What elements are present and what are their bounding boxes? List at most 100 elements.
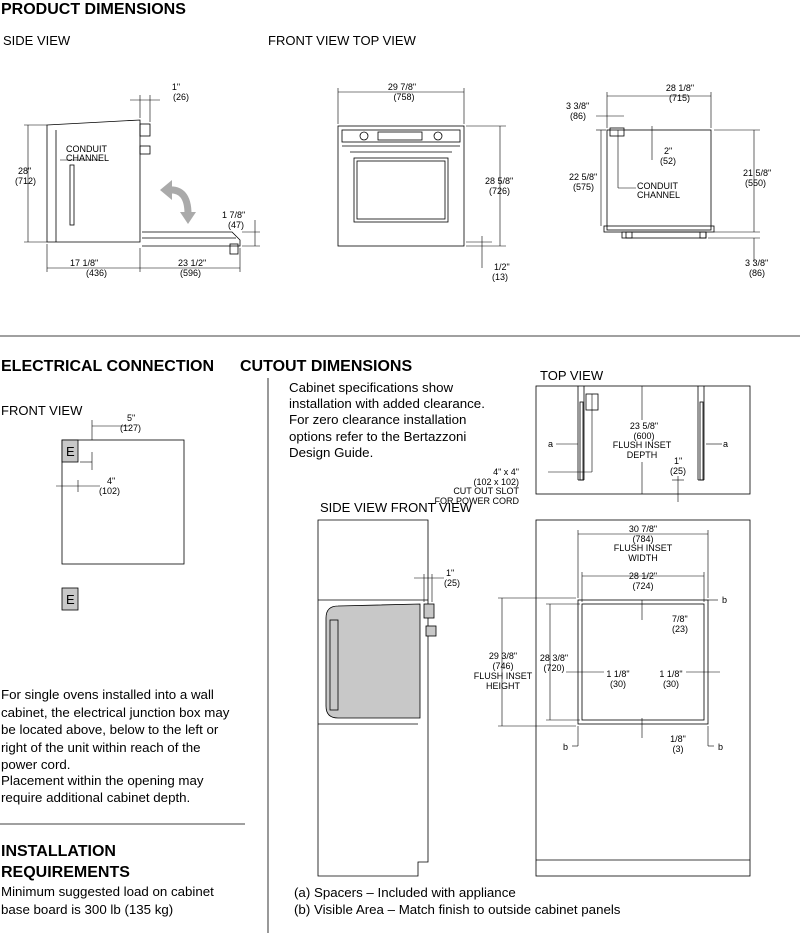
left-trim-dim: 1 1/8" [606,669,629,679]
side-door-open-dim-mm: (596) [180,268,201,278]
inner-height-dim: 28 3/8" [540,653,568,663]
elec-text-line: right of the unit within reach of the [1,740,201,755]
top-depth-dim: 22 5/8" [569,172,597,182]
visible-b-right: b [718,742,723,752]
cut-width-dim-mm: (784) [632,534,653,544]
front-height-dim-mm: (726) [489,186,510,196]
visible-b-top: b [722,595,727,605]
junction-box-top [61,439,79,463]
install-heading-1: INSTALLATION [1,843,116,860]
cut-height-dim: 29 3/8" [489,651,517,661]
install-heading-2: REQUIREMENTS [1,864,130,881]
cutout-side-dims: 1" (25) [444,568,460,588]
cutout-front-dims: 30 7/8" (784) FLUSH INSET WIDTH 28 1/2" … [474,524,727,754]
slot-dim-mm: (102 x 102) [473,477,519,487]
top-width-dim: 28 1/8" [666,83,694,93]
right-trim-dim-mm: (30) [663,679,679,689]
front-width-dim: 29 7/8" [388,82,416,92]
electrical-front-drawing: E E [56,420,185,611]
spec-line: options refer to the Bertazzoni [289,429,466,444]
note-spacers: (a) Spacers – Included with appliance [294,885,516,900]
side-depth-top-dim: 1" [172,82,180,92]
cut-width-dim: 30 7/8" [629,524,657,534]
cutout-front-drawing [498,519,751,877]
slot-dim: 4" x 4" [493,467,519,477]
cut-depth-dim-mm: (600) [633,431,654,441]
spec-line: For zero clearance installation [289,412,466,427]
elec-text-line: Placement within the opening may [1,773,204,788]
front-view-drawing [337,88,506,268]
elec-text-line: power cord. [1,757,70,772]
cutout-side-front-label: SIDE VIEW FRONT VIEW [320,500,473,515]
side-door-dim: 1 7/8" [222,210,245,220]
cutout-side-drawing [317,519,444,877]
cut-width-label-1: FLUSH INSET [614,543,673,553]
top-door-depth-dim-mm: (86) [749,268,765,278]
elec-front-view-label: FRONT VIEW [1,403,83,418]
right-trim-dim: 1 1/8" [659,669,682,679]
top-offset-dim-mm: (86) [570,111,586,121]
cut-width-label-2: WIDTH [628,553,658,563]
top-body-depth-dim-mm: (550) [745,178,766,188]
top-conduit-label: CONDUIT [637,181,678,191]
side-height-dim-mm: (712) [15,176,36,186]
spacer-a-left: a [548,439,553,449]
front-view-dims: 29 7/8" (758) 28 5/8" (726) 1/2" (13) [388,82,513,282]
top-body-depth-dim: 21 5/8" [743,168,771,178]
elec-top-dim: 5" [127,413,135,423]
side-door-open-dim: 23 1/2" [178,258,206,268]
side-door-dim-mm: (47) [228,220,244,230]
front-bottom-dim-mm: (13) [492,272,508,282]
top-view-drawing [596,92,760,262]
cut-height-dim-mm: (746) [492,661,513,671]
spec-line: Design Guide. [289,445,373,460]
slot-label-1: CUT OUT SLOT [453,486,519,496]
front-height-dim: 28 5/8" [485,176,513,186]
spec-line: Cabinet specifications show [289,380,453,395]
top-width-dim-mm: (715) [669,93,690,103]
side-protrude-dim: 1" [446,568,454,578]
left-trim-dim-mm: (30) [610,679,626,689]
junction-box-bottom-label: E [66,592,75,607]
top-view-dims: 28 1/8" (715) 3 3/8" (86) 2" (52) 22 5/8… [566,83,771,278]
side-view-dims: 1" (26) CONDUIT CHANNEL 28" (712) 1 7/8"… [15,82,245,278]
install-text-line: base board is 300 lb (135 kg) [1,902,173,917]
elec-side-dim: 4" [107,476,115,486]
side-height-dim: 28" [18,166,31,176]
top-door-depth-dim: 3 3/8" [745,258,768,268]
top-depth-dim-mm: (575) [573,182,594,192]
side-channel-label: CHANNEL [66,153,109,163]
spec-line: installation with added clearance. [289,396,485,411]
side-depth-top-dim-mm: (26) [173,92,189,102]
elec-text-line: For single ovens installed into a wall [1,687,214,702]
install-text-line: Minimum suggested load on cabinet [1,884,214,899]
top-trim-dim: 7/8" [672,614,688,624]
elec-text-line: cabinet, the electrical junction box may [1,705,230,720]
elec-top-dim-mm: (127) [120,423,141,433]
front-top-view-label: FRONT VIEW TOP VIEW [268,33,417,48]
electrical-text: For single ovens installed into a wall c… [1,687,230,805]
inner-height-dim-mm: (720) [543,663,564,673]
top-channel-label: CHANNEL [637,190,680,200]
cut-depth-dim: 23 5/8" [630,421,658,431]
electrical-dims: 5" (127) 4" (102) [99,413,141,496]
top-conduit-dim: 2" [664,146,672,156]
front-width-dim-mm: (758) [393,92,414,102]
top-conduit-dim-mm: (52) [660,156,676,166]
cut-height-label-2: HEIGHT [486,681,521,691]
product-dimensions-heading: PRODUCT DIMENSIONS [1,1,186,18]
elec-text-line: require additional cabinet depth. [1,790,190,805]
slot-label-2: FOR POWER CORD [435,496,520,506]
side-view-drawing [24,95,260,272]
junction-box-top-label: E [66,444,75,459]
cut-depth-label-2: DEPTH [627,450,658,460]
elec-text-line: be located above, below to the left or [1,722,219,737]
spacer-a-right: a [723,439,728,449]
side-protrude-dim-mm: (25) [444,578,460,588]
visible-b-left: b [563,742,568,752]
cutout-top-drawing [535,385,751,502]
cut-gap-dim: 1" [674,456,682,466]
cutout-top-view-label: TOP VIEW [540,368,604,383]
inner-width-dim: 28 1/2" [629,571,657,581]
